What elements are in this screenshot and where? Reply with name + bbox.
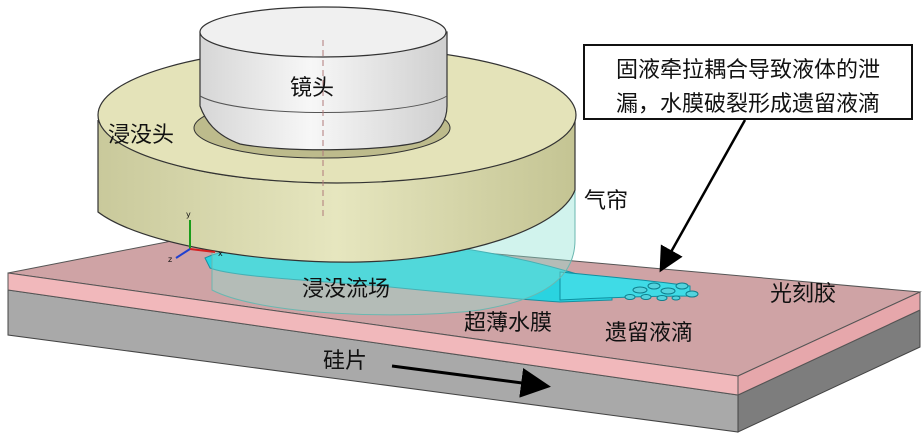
- callout-line-2: 漏，水膜破裂形成遗留液滴: [615, 92, 880, 117]
- z-axis-label: z: [168, 255, 172, 264]
- lens-rim: [199, 95, 448, 113]
- y-axis-label: y: [186, 210, 191, 219]
- droplet: [675, 282, 689, 290]
- coordinate-triad: y x z: [168, 210, 223, 264]
- wafer-motion-arrow: [391, 364, 551, 398]
- droplet: [660, 287, 676, 295]
- x-axis-line: [189, 248, 216, 253]
- droplet: [640, 294, 652, 300]
- photoresist-label: 光刻胶: [770, 282, 836, 307]
- droplet: [632, 286, 648, 294]
- callout-arrow: [659, 119, 747, 273]
- photoresist-right-edge: [737, 291, 921, 396]
- droplet: [624, 294, 636, 300]
- immersion-head-label: 浸没头: [108, 123, 174, 148]
- x-axis-label: x: [218, 249, 223, 258]
- air-curtain-label: 气帘: [584, 189, 628, 214]
- lens-label: 镜头: [290, 76, 334, 101]
- z-axis-line: [175, 248, 191, 259]
- ultrathin-film-label: 超薄水膜: [464, 311, 552, 336]
- droplet: [647, 282, 661, 290]
- droplet: [671, 295, 681, 301]
- residual-droplets-label: 遗留液滴: [605, 321, 693, 346]
- callout-line-1: 固液牵拉耦合导致液体的泄: [615, 58, 880, 83]
- callout-box: 固液牵拉耦合导致液体的泄 漏，水膜破裂形成遗留液滴: [583, 44, 913, 120]
- lens: [199, 6, 448, 220]
- droplet: [685, 290, 699, 298]
- wafer-label: 硅片: [323, 349, 367, 374]
- droplet: [656, 295, 668, 301]
- residual-droplets: [624, 282, 699, 301]
- lens-top: [199, 6, 447, 58]
- immersion-flow-field-label: 浸没流场: [302, 277, 390, 302]
